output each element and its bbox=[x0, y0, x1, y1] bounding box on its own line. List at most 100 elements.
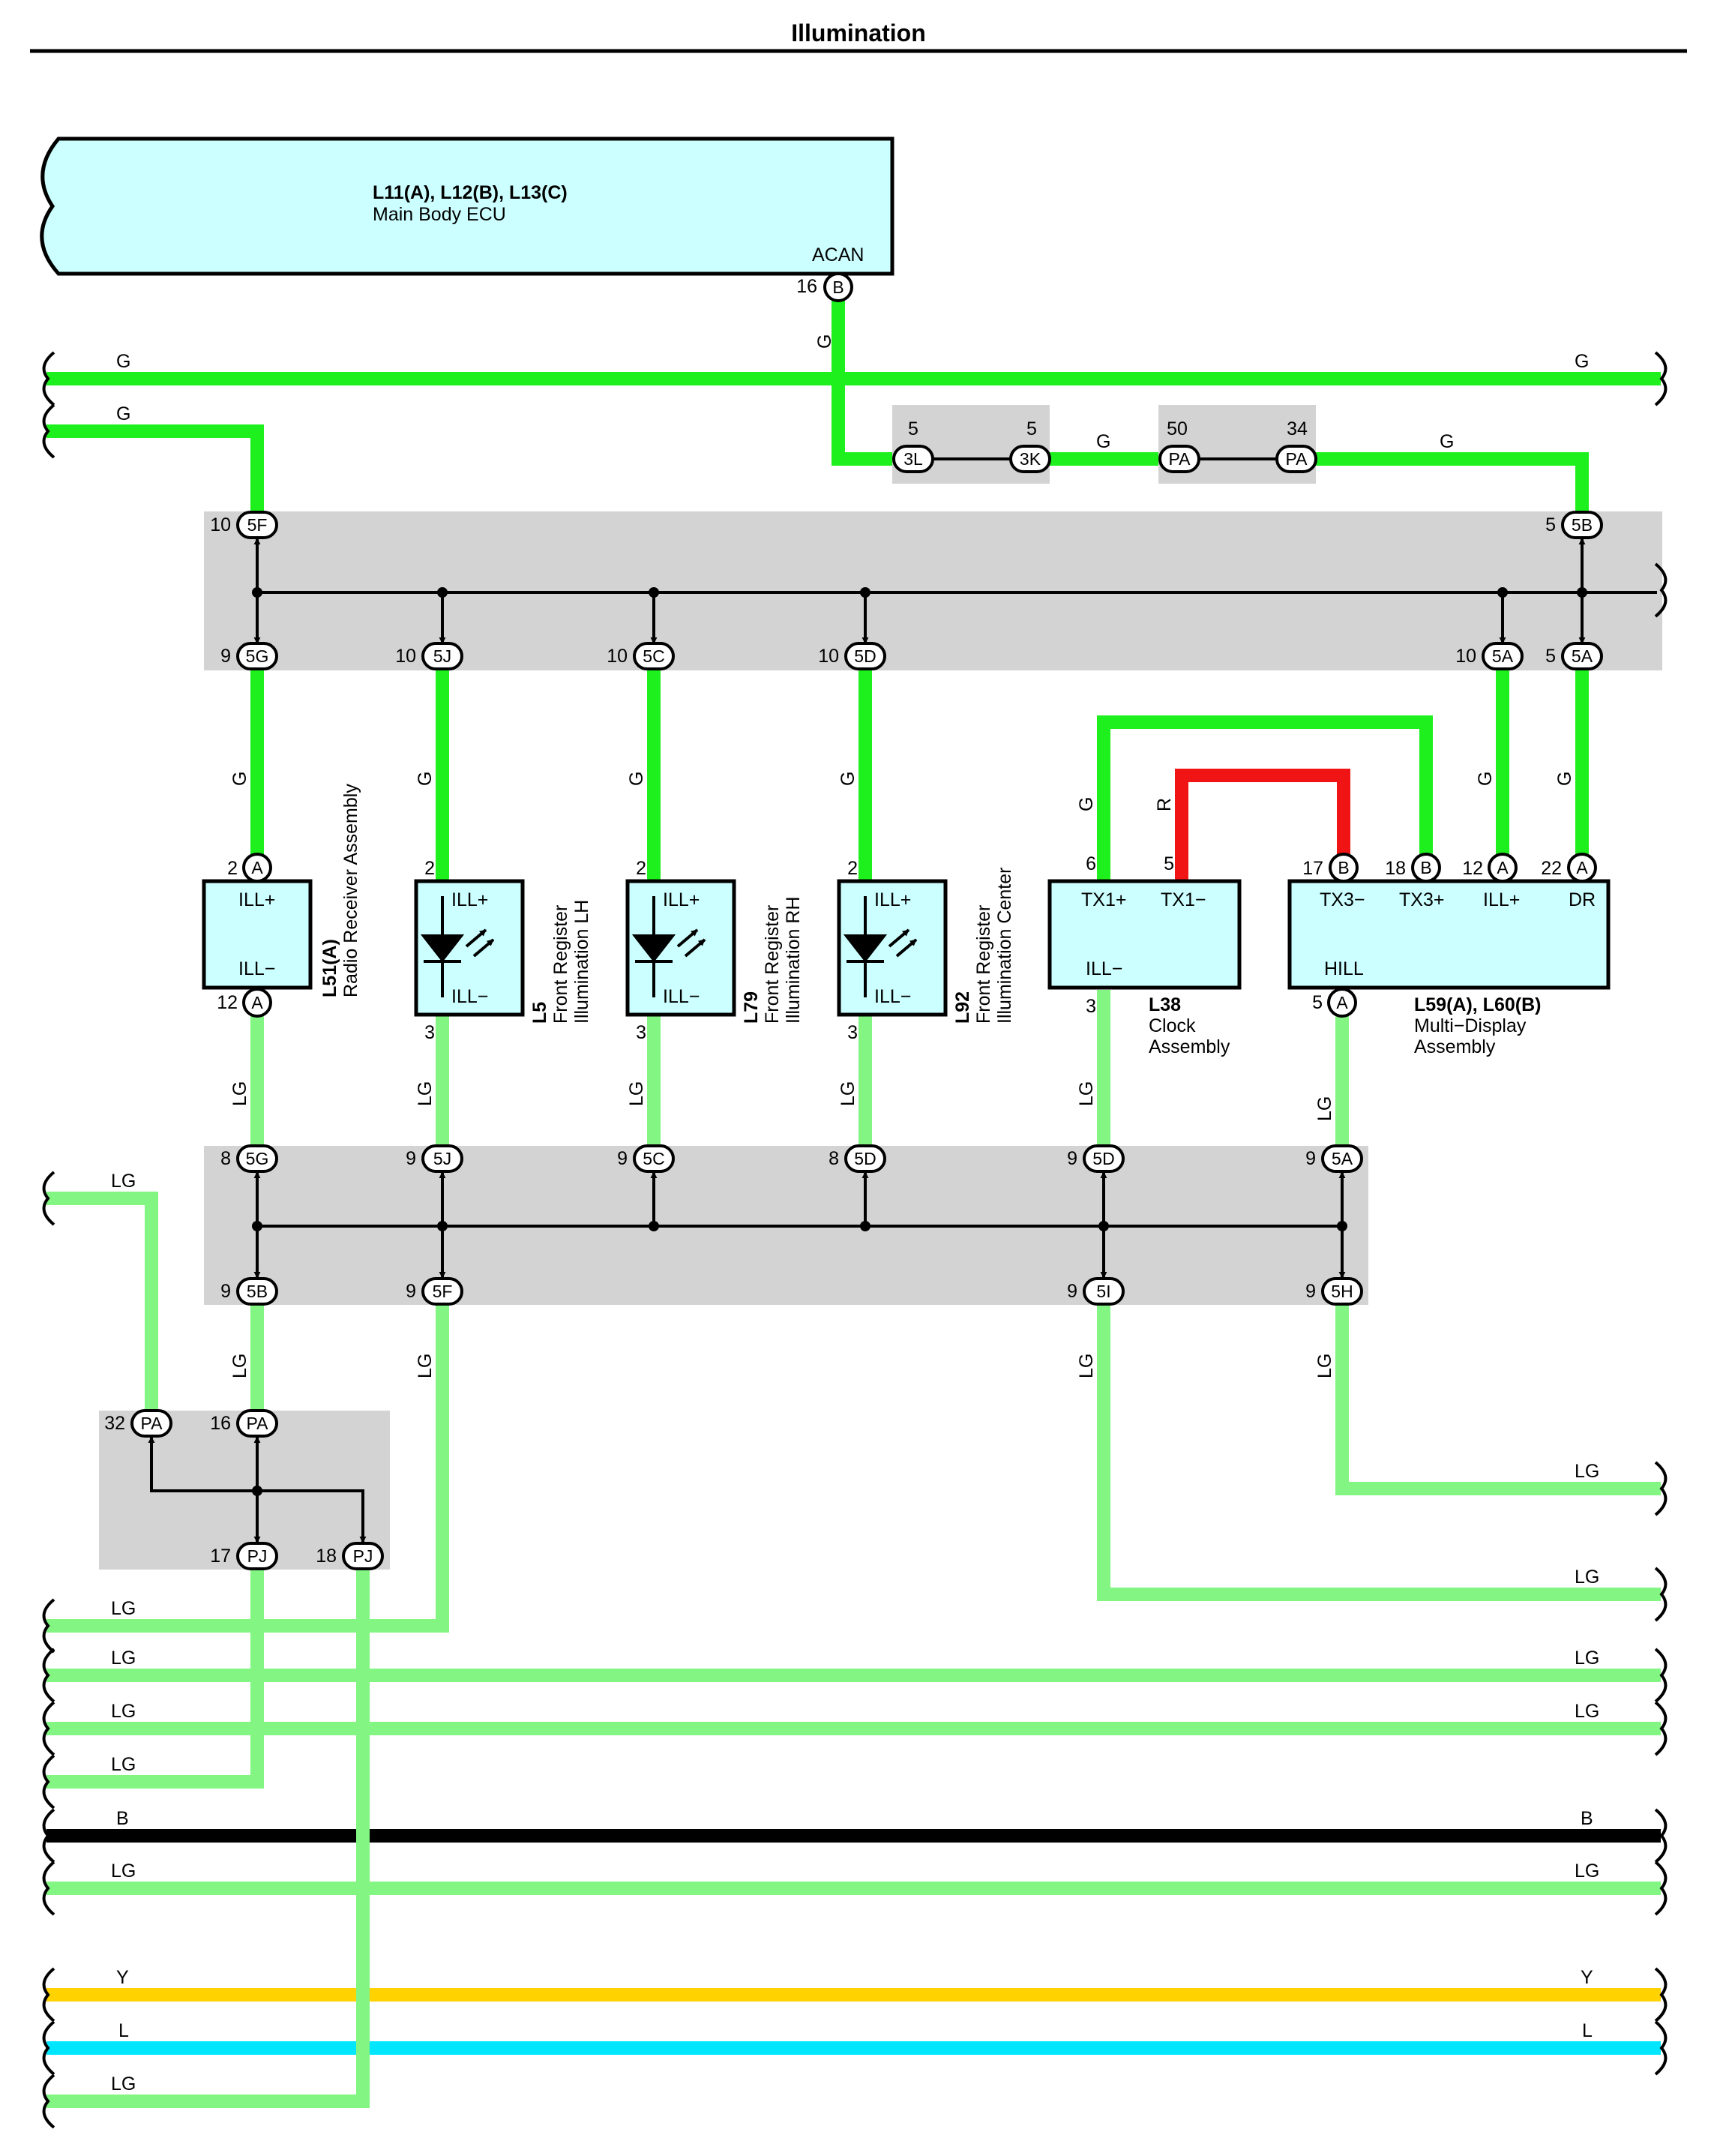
svg-text:G: G bbox=[626, 772, 647, 786]
pin-radio-bottom: A bbox=[242, 988, 272, 1018]
svg-text:LG: LG bbox=[111, 1598, 136, 1619]
svg-text:LG: LG bbox=[1314, 1096, 1335, 1121]
svg-text:G: G bbox=[814, 334, 835, 349]
svg-text:6: 6 bbox=[1086, 853, 1096, 874]
svg-text:B: B bbox=[1420, 858, 1431, 877]
svg-text:LG: LG bbox=[415, 1081, 436, 1106]
ecu-name: Main Body ECU bbox=[373, 204, 506, 225]
conn-5B-5: 5B5 bbox=[1545, 511, 1603, 539]
svg-text:ILL−: ILL− bbox=[1086, 958, 1122, 979]
junction-dots bbox=[252, 587, 1587, 1496]
svg-text:10: 10 bbox=[1455, 646, 1476, 667]
svg-text:ILL+: ILL+ bbox=[238, 889, 275, 910]
conn-5I-9: 5I9 bbox=[1067, 1277, 1125, 1306]
clock-name-1: Clock bbox=[1149, 1015, 1196, 1036]
svg-text:16: 16 bbox=[210, 1413, 231, 1434]
svg-text:8: 8 bbox=[220, 1148, 231, 1169]
svg-text:LG: LG bbox=[111, 1701, 136, 1722]
conn-5D-9: 5D9 bbox=[1067, 1144, 1125, 1173]
svg-text:TX3+: TX3+ bbox=[1399, 889, 1444, 910]
svg-text:2: 2 bbox=[227, 858, 238, 879]
conn-5D-8: 5D 8 bbox=[829, 1144, 886, 1173]
svg-text:5: 5 bbox=[908, 418, 918, 439]
svg-text:G: G bbox=[1554, 772, 1575, 786]
ecu-id: L11(A), L12(B), L13(C) bbox=[373, 182, 568, 203]
svg-text:9: 9 bbox=[1067, 1281, 1077, 1302]
pin-multi-tx3m: B bbox=[1329, 853, 1359, 883]
svg-text:3: 3 bbox=[1086, 996, 1096, 1017]
svg-text:B: B bbox=[832, 277, 844, 297]
svg-text:G: G bbox=[116, 351, 130, 372]
svg-text:PA: PA bbox=[1169, 449, 1191, 469]
svg-text:8: 8 bbox=[829, 1148, 839, 1169]
clock-name-2: Assembly bbox=[1149, 1036, 1230, 1057]
svg-text:LG: LG bbox=[111, 1648, 136, 1669]
svg-text:LG: LG bbox=[111, 2074, 136, 2095]
component-names: L51(A) Radio Receiver Assembly L5 Front … bbox=[319, 784, 1541, 1057]
svg-text:9: 9 bbox=[220, 646, 231, 667]
svg-text:Y: Y bbox=[1581, 1967, 1593, 1988]
svg-text:LG: LG bbox=[111, 1171, 136, 1192]
svg-text:G: G bbox=[415, 772, 436, 786]
svg-text:TX1−: TX1− bbox=[1161, 889, 1206, 910]
conn-5F-9: 5F9 bbox=[406, 1277, 463, 1306]
svg-text:ILL+: ILL+ bbox=[663, 889, 700, 910]
svg-text:TX3−: TX3− bbox=[1320, 889, 1365, 910]
svg-text:32: 32 bbox=[104, 1413, 125, 1434]
svg-text:LG: LG bbox=[1575, 1648, 1599, 1669]
svg-text:12: 12 bbox=[1462, 858, 1483, 879]
svg-text:G: G bbox=[1475, 772, 1496, 786]
svg-text:5: 5 bbox=[1545, 646, 1556, 667]
lh-name-1: Front Register bbox=[550, 905, 571, 1024]
conn-5J-9: 5J9 bbox=[406, 1144, 463, 1173]
svg-text:5D: 5D bbox=[854, 1149, 876, 1168]
svg-text:A: A bbox=[1497, 858, 1509, 877]
svg-text:R: R bbox=[1154, 798, 1175, 811]
svg-text:B: B bbox=[116, 1808, 129, 1829]
wire-break-marks bbox=[42, 351, 1668, 2129]
svg-text:5D: 5D bbox=[854, 646, 876, 666]
svg-text:9: 9 bbox=[1305, 1148, 1316, 1169]
svg-text:9: 9 bbox=[617, 1148, 628, 1169]
led-symbols bbox=[420, 896, 918, 997]
svg-text:34: 34 bbox=[1287, 418, 1308, 439]
svg-text:5A: 5A bbox=[1572, 646, 1593, 666]
ecu-pin-connector: B bbox=[823, 272, 853, 302]
conn-5G-9: 5G9 bbox=[220, 642, 278, 670]
wire-lg-5f-down bbox=[46, 1291, 449, 1633]
radio-id: L51(A) bbox=[319, 939, 340, 997]
page-title: Illumination bbox=[791, 19, 926, 46]
register-rh-box bbox=[625, 879, 736, 1017]
svg-text:ILL−: ILL− bbox=[663, 986, 700, 1007]
clock-id: L38 bbox=[1149, 994, 1181, 1015]
svg-text:HILL: HILL bbox=[1324, 958, 1364, 979]
component-boxes bbox=[202, 879, 1611, 1017]
svg-text:ILL−: ILL− bbox=[874, 986, 911, 1007]
radio-name: Radio Receiver Assembly bbox=[340, 784, 361, 997]
svg-text:3: 3 bbox=[424, 1022, 435, 1043]
svg-text:LG: LG bbox=[1314, 1354, 1335, 1378]
lh-id: L5 bbox=[529, 1002, 550, 1024]
wire-lg-5h-down bbox=[1335, 1291, 1661, 1495]
svg-text:ILL+: ILL+ bbox=[451, 889, 488, 910]
svg-text:LG: LG bbox=[1076, 1354, 1097, 1378]
svg-text:PA: PA bbox=[141, 1414, 163, 1433]
svg-text:G: G bbox=[1096, 431, 1110, 452]
svg-text:LG: LG bbox=[1575, 1861, 1599, 1882]
svg-text:A: A bbox=[251, 858, 263, 877]
conn-3L: 3L5 bbox=[892, 418, 934, 473]
wire-color-labels: G G G G G G G G G G G R G G LG LG LG LG … bbox=[111, 334, 1599, 2095]
conn-5H-9: 5H9 bbox=[1305, 1277, 1363, 1306]
pin-multi-illp: A bbox=[1488, 853, 1518, 883]
svg-text:LG: LG bbox=[111, 1754, 136, 1775]
svg-text:LG: LG bbox=[626, 1081, 647, 1106]
center-id: L92 bbox=[952, 991, 973, 1024]
